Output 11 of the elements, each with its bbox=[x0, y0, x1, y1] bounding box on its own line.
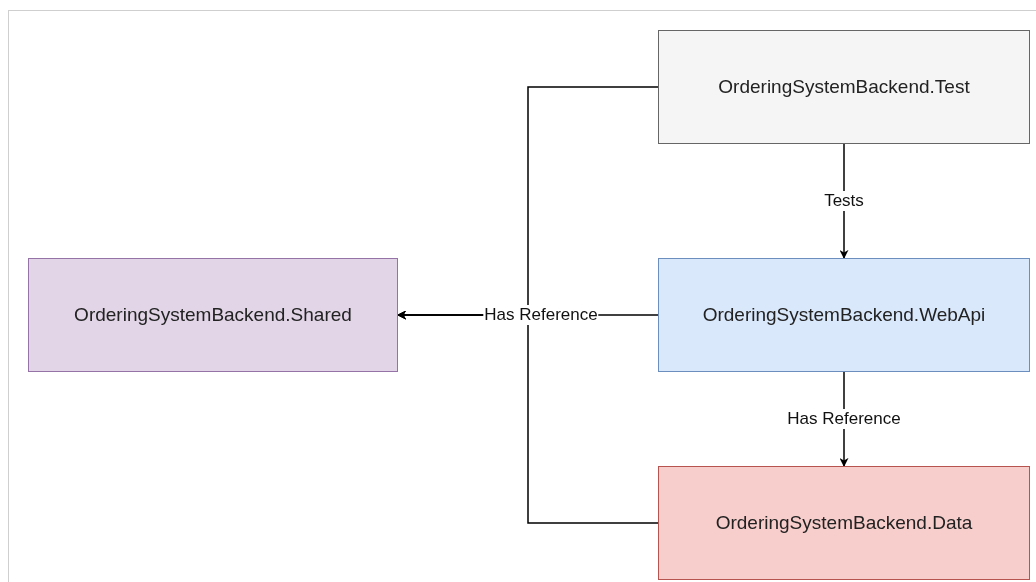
project-box bbox=[658, 466, 1030, 580]
edge-label: Has Reference bbox=[786, 409, 902, 429]
project-box bbox=[658, 30, 1030, 144]
box-label: OrderingSystemBackend.Data bbox=[715, 512, 973, 534]
project-box bbox=[28, 258, 398, 372]
project-box bbox=[658, 258, 1030, 372]
box-label: OrderingSystemBackend.WebApi bbox=[702, 304, 986, 326]
edge-label: Tests bbox=[823, 191, 865, 211]
box-label: OrderingSystemBackend.Test bbox=[718, 76, 970, 98]
box-label: OrderingSystemBackend.Shared bbox=[74, 304, 352, 326]
edge-label: Has Reference bbox=[483, 305, 599, 325]
